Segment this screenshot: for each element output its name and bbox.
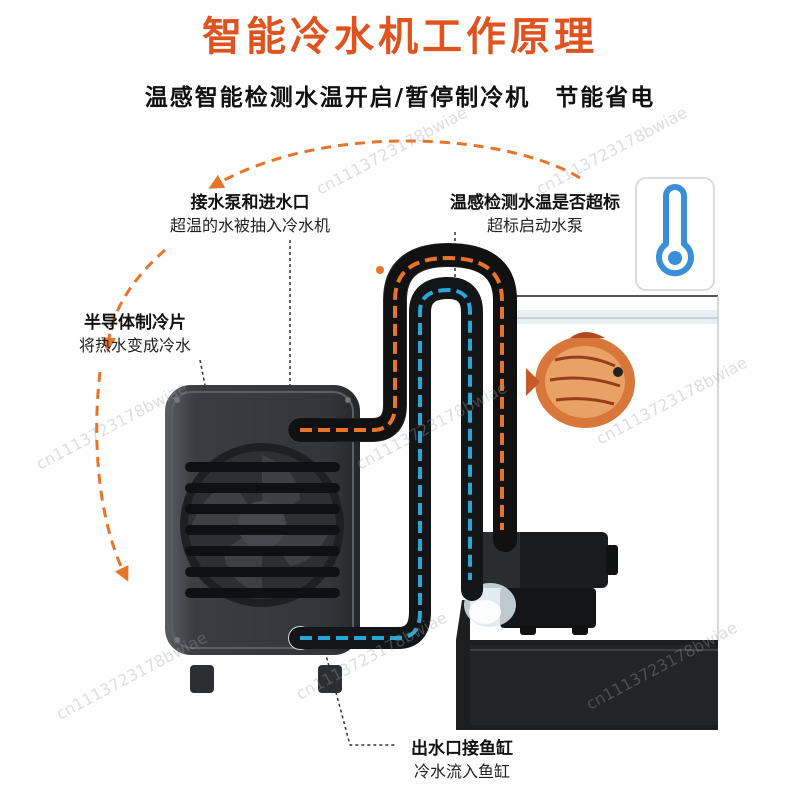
water-pump-icon <box>464 532 618 635</box>
label-inlet-desc: 超温的水被抽入冷水机 <box>169 215 330 235</box>
thermometer-icon <box>635 177 715 291</box>
watermark-text: cn1113723178bwiae <box>53 628 210 724</box>
label-cooling-plate-desc: 将热水变成冷水 <box>78 335 191 355</box>
label-cooling-plate: 半导体制冷片 将热水变成冷水 <box>50 312 220 357</box>
circular-flow-arrow <box>95 139 581 582</box>
label-outlet-desc: 冷水流入鱼缸 <box>413 761 510 781</box>
label-inlet: 接水泵和进水口 超温的水被抽入冷水机 <box>150 192 350 237</box>
cold-water-pipe <box>289 277 483 649</box>
arrow-left-lower <box>95 371 129 582</box>
label-cooling-plate-heading: 半导体制冷片 <box>84 313 186 333</box>
chiller-unit <box>165 385 360 693</box>
aquarium <box>456 295 719 730</box>
label-sensor: 温感检测水温是否超标 超标启动水泵 <box>420 192 650 237</box>
arrow-left-upper <box>101 248 166 353</box>
label-outlet: 出水口接鱼缸 冷水流入鱼缸 <box>382 738 542 783</box>
arrow-top <box>208 139 581 189</box>
fish-icon <box>526 332 635 428</box>
page-subtitle: 温感智能检测水温开启/暂停制冷机 节能省电 <box>144 85 656 111</box>
page-title: 智能冷水机工作原理 <box>202 14 598 60</box>
hot-water-pipe <box>288 243 517 552</box>
flow-dot <box>376 266 384 274</box>
label-sensor-desc: 超标启动水泵 <box>486 215 583 235</box>
label-outlet-heading: 出水口接鱼缸 <box>411 739 513 759</box>
watermark-text: cn1113723178bwiae <box>313 103 470 199</box>
label-inlet-heading: 接水泵和进水口 <box>190 193 310 213</box>
fan-grille <box>185 462 340 598</box>
label-sensor-heading: 温感检测水温是否超标 <box>450 193 620 213</box>
